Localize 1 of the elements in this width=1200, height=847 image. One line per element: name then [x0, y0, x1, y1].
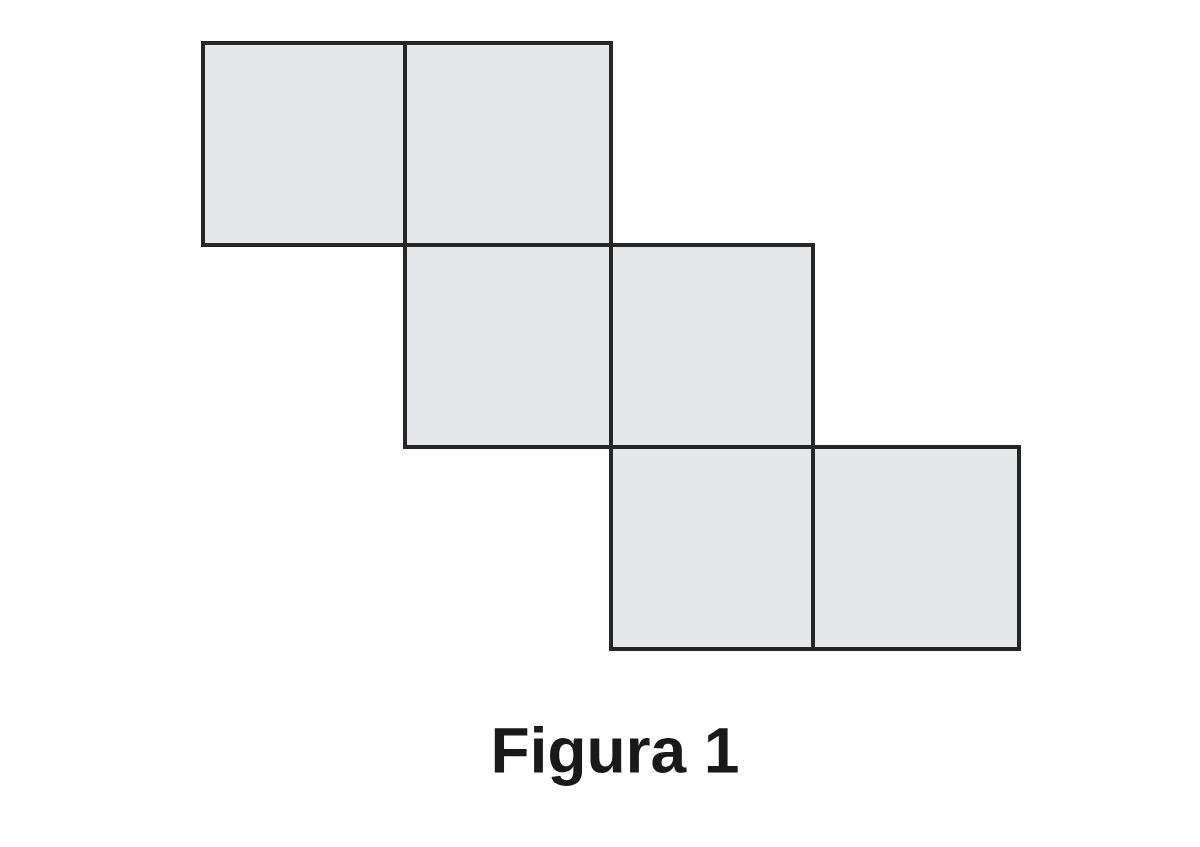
figure-caption: Figura 1 [494, 726, 738, 786]
